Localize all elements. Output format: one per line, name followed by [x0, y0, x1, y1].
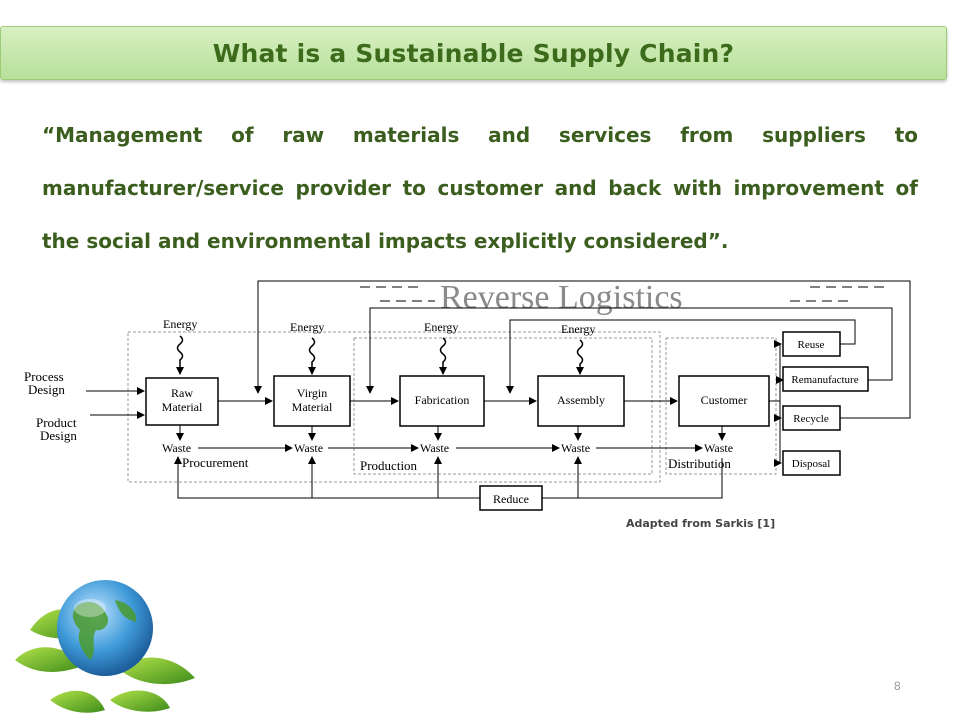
- reverse-logistics-label: Reverse Logistics: [440, 279, 683, 316]
- energy-squiggle-1: [176, 335, 184, 375]
- recycle-label: Recycle: [793, 413, 829, 425]
- eco-globe-decoration: [15, 580, 195, 713]
- remanufacture-box: [782, 366, 869, 392]
- definition-quote: “Management of raw materials and service…: [42, 123, 918, 253]
- reuse-label: Reuse: [798, 339, 825, 351]
- diagram-caption: Adapted from Sarkis [1]: [626, 517, 776, 530]
- reduce-label: Reduce: [493, 492, 529, 506]
- feedback-remanufacture: [366, 307, 893, 394]
- disposal-box: [782, 450, 841, 476]
- feedback-reuse: [506, 319, 856, 394]
- energy-label-4: Energy: [561, 322, 595, 336]
- remanufacture-label: Remanufacture: [791, 374, 858, 386]
- waste-label-4: Waste: [561, 441, 590, 455]
- title-banner: What is a Sustainable Supply Chain?: [0, 26, 947, 80]
- energy-label-1: Energy: [163, 317, 197, 331]
- distribution-label: Distribution: [668, 456, 731, 471]
- disposal-label: Disposal: [792, 458, 831, 470]
- assembly-label: Assembly: [557, 393, 605, 407]
- reuse-box: [782, 331, 841, 357]
- waste-label-1: Waste: [162, 441, 191, 455]
- procurement-region: [127, 331, 661, 483]
- energy-squiggle-3: [439, 337, 447, 375]
- slide-title: What is a Sustainable Supply Chain?: [212, 38, 735, 68]
- reduce-back-line: [174, 456, 480, 499]
- recycle-box: [782, 405, 841, 431]
- distribution-region: [665, 337, 777, 475]
- fabrication-box: [399, 375, 485, 427]
- energy-label-3: Energy: [424, 320, 458, 334]
- customer-box: [678, 375, 770, 427]
- reduce-from-customer: [542, 458, 723, 499]
- page-number: 8: [894, 679, 901, 693]
- customer-label: Customer: [701, 393, 748, 407]
- production-region: [353, 337, 653, 475]
- energy-squiggle-4: [576, 339, 584, 375]
- fabrication-label: Fabrication: [415, 393, 470, 407]
- waste-label-5: Waste: [704, 441, 733, 455]
- procurement-label: Procurement: [182, 455, 249, 470]
- waste-label-3: Waste: [420, 441, 449, 455]
- feedback-recycle: [254, 280, 911, 419]
- production-label: Production: [360, 458, 418, 473]
- globe-icon: [57, 580, 153, 676]
- energy-squiggle-2: [308, 337, 316, 375]
- waste-label-2: Waste: [294, 441, 323, 455]
- energy-label-2: Energy: [290, 320, 324, 334]
